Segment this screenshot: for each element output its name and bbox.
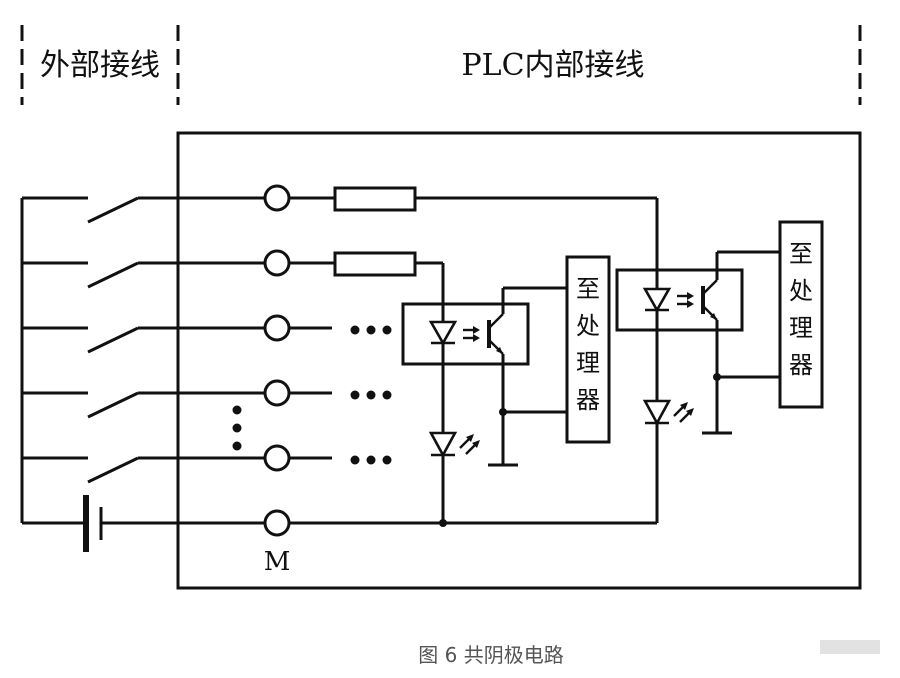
plc-internal-wiring-label: PLC内部接线 bbox=[461, 48, 644, 83]
switch-row-4 bbox=[22, 391, 265, 419]
terminal-5 bbox=[263, 444, 291, 472]
continuation-dots bbox=[232, 325, 392, 465]
right-processor-block: 至 处 理 器 bbox=[778, 220, 824, 409]
right-indicator-led bbox=[642, 399, 694, 426]
terminal-common bbox=[263, 509, 291, 537]
left-optocoupler bbox=[401, 286, 567, 465]
left-optocoupler-box bbox=[401, 302, 530, 366]
svg-text:器: 器 bbox=[576, 386, 600, 414]
terminal-2 bbox=[263, 249, 291, 277]
right-ground bbox=[702, 373, 780, 435]
external-wiring-label: 外部接线 bbox=[40, 48, 160, 83]
terminal-3 bbox=[263, 314, 291, 342]
battery-symbol bbox=[22, 495, 265, 552]
svg-text:处: 处 bbox=[789, 277, 813, 305]
switch-row-5 bbox=[22, 456, 265, 484]
input-terminals bbox=[263, 184, 291, 537]
left-ground bbox=[488, 408, 567, 467]
switch-blade-3 bbox=[87, 326, 139, 354]
plc-boundary bbox=[176, 131, 862, 590]
svg-text:处: 处 bbox=[576, 312, 600, 340]
junction-common-left bbox=[439, 519, 447, 527]
switch-row-2 bbox=[22, 261, 265, 289]
common-terminal-label: M bbox=[264, 547, 291, 577]
right-optocoupler-box bbox=[615, 268, 744, 332]
svg-text:器: 器 bbox=[789, 351, 813, 379]
terminal-4 bbox=[263, 379, 291, 407]
left-processor-block: 至 处 理 器 bbox=[565, 255, 611, 444]
switch-blade-4 bbox=[87, 391, 139, 419]
svg-text:理: 理 bbox=[789, 314, 813, 342]
terminal-1 bbox=[263, 184, 291, 212]
switch-row-3 bbox=[22, 326, 265, 354]
resistor-2 bbox=[333, 251, 417, 277]
switch-blade-1 bbox=[87, 196, 139, 224]
right-optocoupler bbox=[615, 250, 780, 433]
svg-text:至: 至 bbox=[789, 240, 813, 268]
left-indicator-led bbox=[428, 431, 480, 458]
svg-text:至: 至 bbox=[576, 275, 600, 303]
input-1-circuit bbox=[289, 186, 659, 523]
switch-blade-5 bbox=[87, 456, 139, 484]
watermark-blur bbox=[820, 640, 880, 654]
input-continuation-leads bbox=[232, 325, 392, 465]
input-2-circuit bbox=[289, 251, 445, 523]
svg-text:理: 理 bbox=[576, 349, 600, 377]
section-separators bbox=[20, 25, 862, 105]
switch-blade-2 bbox=[87, 261, 139, 289]
switch-row-1 bbox=[22, 196, 265, 224]
resistor-1 bbox=[333, 186, 417, 212]
figure-caption: 图 6 共阴极电路 bbox=[418, 643, 563, 667]
